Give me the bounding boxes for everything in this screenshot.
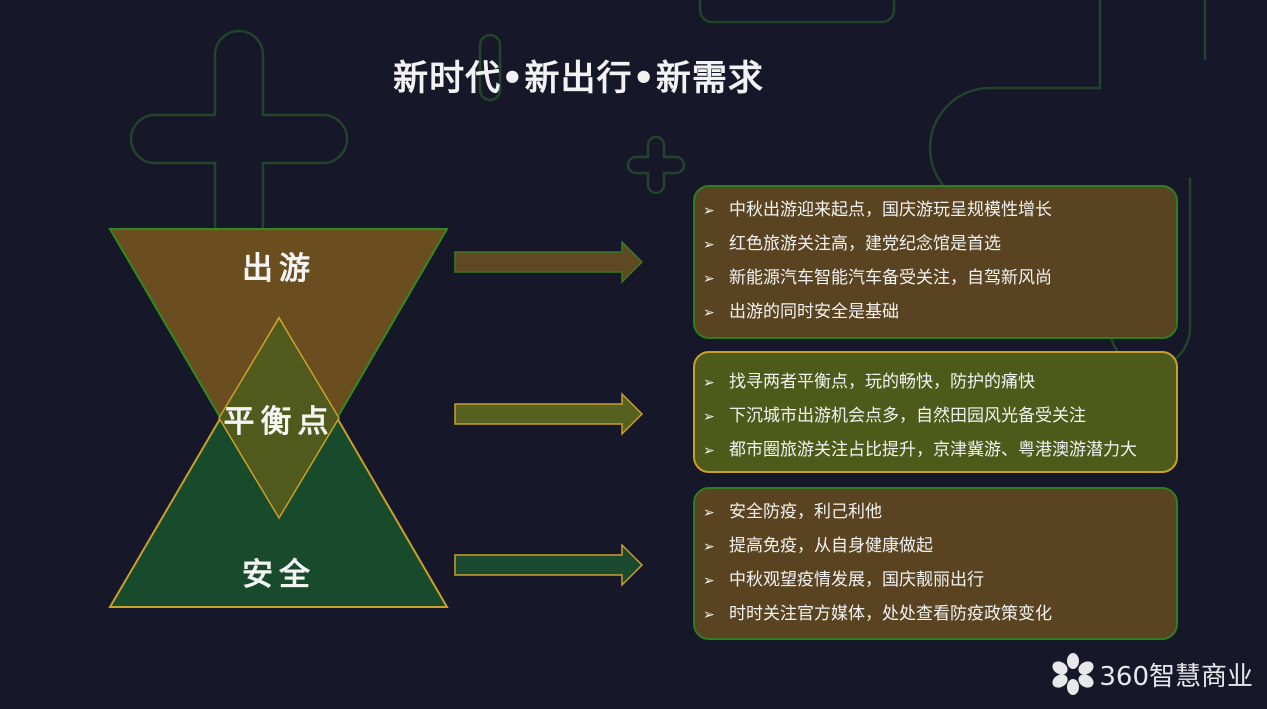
logo-text: 360智慧商业 — [1099, 661, 1253, 692]
label-safety: 安全 — [242, 557, 316, 593]
arrow-2 — [454, 392, 644, 436]
travel-points-box: 中秋出游迎来起点，国庆游玩呈规模性增长 红色旅游关注高，建党纪念馆是首选 新能源… — [693, 185, 1178, 339]
list-item: 出游的同时安全是基础 — [703, 296, 1176, 330]
list-item: 红色旅游关注高，建党纪念馆是首选 — [703, 228, 1176, 262]
list-item: 中秋观望疫情发展，国庆靓丽出行 — [703, 564, 1176, 598]
brand-logo: 360智慧商业 — [1051, 652, 1253, 696]
list-item: 中秋出游迎来起点，国庆游玩呈规模性增长 — [703, 194, 1176, 228]
list-item: 找寻两者平衡点，玩的畅快，防护的痛快 — [703, 366, 1176, 400]
list-item: 提高免疫，从自身健康做起 — [703, 530, 1176, 564]
page-title: 新时代•新出行•新需求 — [393, 59, 764, 99]
balance-diamond — [218, 316, 340, 520]
label-travel: 出游 — [242, 251, 316, 287]
list-item: 都市圈旅游关注占比提升，京津冀游、粤港澳游潜力大 — [703, 434, 1176, 468]
arrow-3 — [454, 543, 644, 587]
flower-logo-icon — [1052, 653, 1094, 695]
label-balance-point: 平衡点 — [223, 404, 335, 440]
balance-points-box: 找寻两者平衡点，玩的畅快，防护的痛快 下沉城市出游机会点多，自然田园风光备受关注… — [693, 351, 1178, 473]
list-item: 安全防疫，利己利他 — [703, 496, 1176, 530]
list-item: 下沉城市出游机会点多，自然田园风光备受关注 — [703, 400, 1176, 434]
safety-points-box: 安全防疫，利己利他 提高免疫，从自身健康做起 中秋观望疫情发展，国庆靓丽出行 时… — [693, 487, 1178, 640]
arrow-1 — [454, 240, 644, 284]
list-item: 时时关注官方媒体，处处查看防疫政策变化 — [703, 598, 1176, 632]
list-item: 新能源汽车智能汽车备受关注，自驾新风尚 — [703, 262, 1176, 296]
